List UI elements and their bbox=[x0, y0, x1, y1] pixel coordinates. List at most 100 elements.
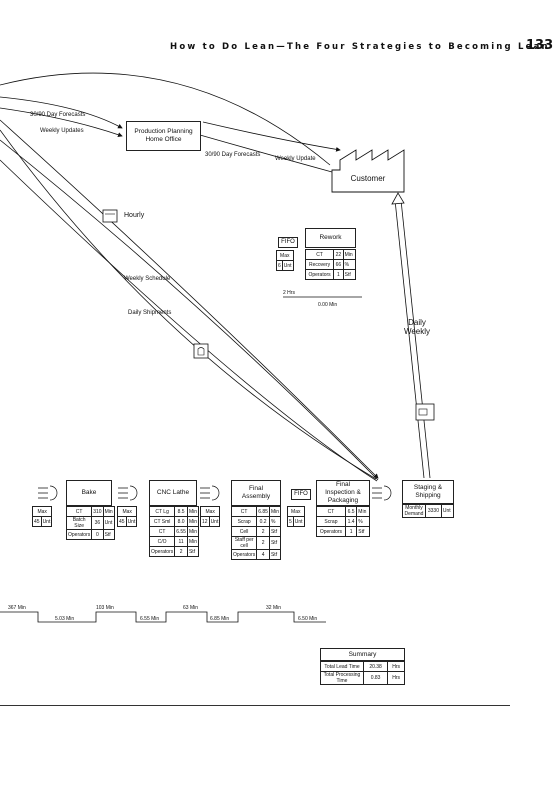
timeline-process-4: 6.50 Min bbox=[298, 616, 318, 622]
cell-label: Operators bbox=[230, 549, 258, 560]
max-value: 45 bbox=[32, 516, 42, 527]
cell-value: 4 bbox=[256, 549, 270, 560]
timeline-line bbox=[0, 611, 326, 623]
cell-unit: Min bbox=[342, 249, 357, 260]
cell-value: 11 bbox=[174, 536, 188, 547]
cell-value: 0 bbox=[91, 529, 104, 540]
cnc-lathe-title: CNC Lathe bbox=[149, 480, 197, 506]
staging-title: Staging & Shipping bbox=[402, 480, 454, 504]
cell-label: CT bbox=[230, 506, 258, 517]
lower-line bbox=[0, 159, 378, 482]
cell-unit: Stf bbox=[268, 549, 282, 560]
cell-label: Cell bbox=[230, 526, 258, 537]
max-label: Max bbox=[31, 506, 53, 517]
timeline-wait-3: 63 Min bbox=[183, 605, 199, 611]
rework-process-time: 0.00 Min bbox=[318, 302, 338, 308]
max-label: Max bbox=[199, 506, 221, 517]
summary-value: 20.38 bbox=[362, 661, 389, 672]
cell-value: 310 bbox=[91, 506, 104, 517]
max-value: 45 bbox=[117, 516, 127, 527]
cell-label: Operators bbox=[304, 269, 335, 280]
final-inspection-title: Final Inspection & Packaging bbox=[316, 480, 370, 506]
rework-max-unit: Unt bbox=[281, 260, 294, 271]
cell-label: Scrap bbox=[230, 516, 258, 527]
cell-label: CT bbox=[316, 506, 346, 517]
rework-title: Rework bbox=[305, 228, 356, 248]
assembly-push-icon bbox=[200, 485, 220, 501]
daily-shipments-line bbox=[0, 139, 379, 481]
weekly-schedule-line bbox=[0, 119, 379, 479]
cell-label: Operators bbox=[148, 546, 176, 557]
cnc-push-icon bbox=[118, 485, 138, 501]
forecast-right-label: 30/90 Day Forecasts bbox=[205, 152, 261, 158]
max-label: Max bbox=[116, 506, 138, 517]
rework-fifo-label: FIFO bbox=[278, 237, 298, 248]
running-title: How to Do Lean—The Four Strategies to Be… bbox=[170, 42, 550, 52]
cell-label: Operators bbox=[316, 526, 346, 537]
cell-value: 2 bbox=[256, 526, 270, 537]
cell-label: CT Sml bbox=[148, 516, 176, 527]
cell-unit: Min bbox=[268, 506, 282, 517]
cell-label: Operators bbox=[65, 529, 93, 540]
updates-left-label: Weekly Updates bbox=[40, 128, 84, 134]
max-unit: Unt bbox=[208, 516, 221, 527]
inspection-push-icon bbox=[372, 485, 392, 501]
cell-unit: Stf bbox=[268, 536, 282, 550]
updates-left-line bbox=[0, 107, 123, 137]
max-label: Max bbox=[287, 506, 305, 517]
updates-right-line bbox=[202, 121, 341, 152]
cell-value: 66 bbox=[333, 259, 344, 270]
cell-value: 6.5 bbox=[344, 506, 358, 517]
cell-value: 6.85 bbox=[256, 506, 270, 517]
cell-value: 1.4 bbox=[344, 516, 358, 527]
updates-right-label: Weekly Update bbox=[275, 156, 316, 162]
cell-label: Staff per cell bbox=[230, 536, 258, 550]
summary-unit: Hrs bbox=[387, 671, 405, 685]
cell-value: 1 bbox=[344, 526, 358, 537]
production-planning-box: Production Planning Home Office bbox=[126, 121, 201, 151]
customer-label: Customer bbox=[350, 174, 386, 183]
cell-value: 2 bbox=[256, 536, 270, 550]
bake-push-icon bbox=[38, 485, 58, 501]
cell-label: Recovery bbox=[304, 259, 335, 270]
rework-max-label: Max bbox=[276, 250, 294, 261]
max-unit: Unt bbox=[125, 516, 138, 527]
cell-value: 6.55 bbox=[174, 526, 188, 537]
timeline-process-3: 6.85 Min bbox=[210, 616, 230, 622]
daily-weekly-label: Daily Weekly bbox=[403, 318, 431, 336]
cell-unit: Unt bbox=[102, 516, 115, 530]
forecast-left-line bbox=[0, 96, 123, 129]
cell-value: 0.2 bbox=[256, 516, 270, 527]
max-value: 12 bbox=[200, 516, 210, 527]
truck-icon bbox=[415, 403, 435, 421]
cell-value: 8.0 bbox=[174, 516, 188, 527]
timeline-wait-2: 103 Min bbox=[96, 605, 114, 611]
customer-factory-icon bbox=[331, 149, 405, 193]
cell-unit: Stf bbox=[102, 529, 115, 540]
top-arc-line bbox=[0, 72, 331, 166]
summary-unit: Hrs bbox=[387, 661, 405, 672]
inspection-fifo-label: FIFO bbox=[291, 489, 311, 500]
timeline-process-1: 5.03 Min bbox=[55, 616, 75, 622]
timeline-wait-1: 367 Min bbox=[8, 605, 26, 611]
demand-label: Monthly Demand bbox=[402, 504, 426, 518]
final-assembly-title: Final Assembly bbox=[231, 480, 281, 506]
